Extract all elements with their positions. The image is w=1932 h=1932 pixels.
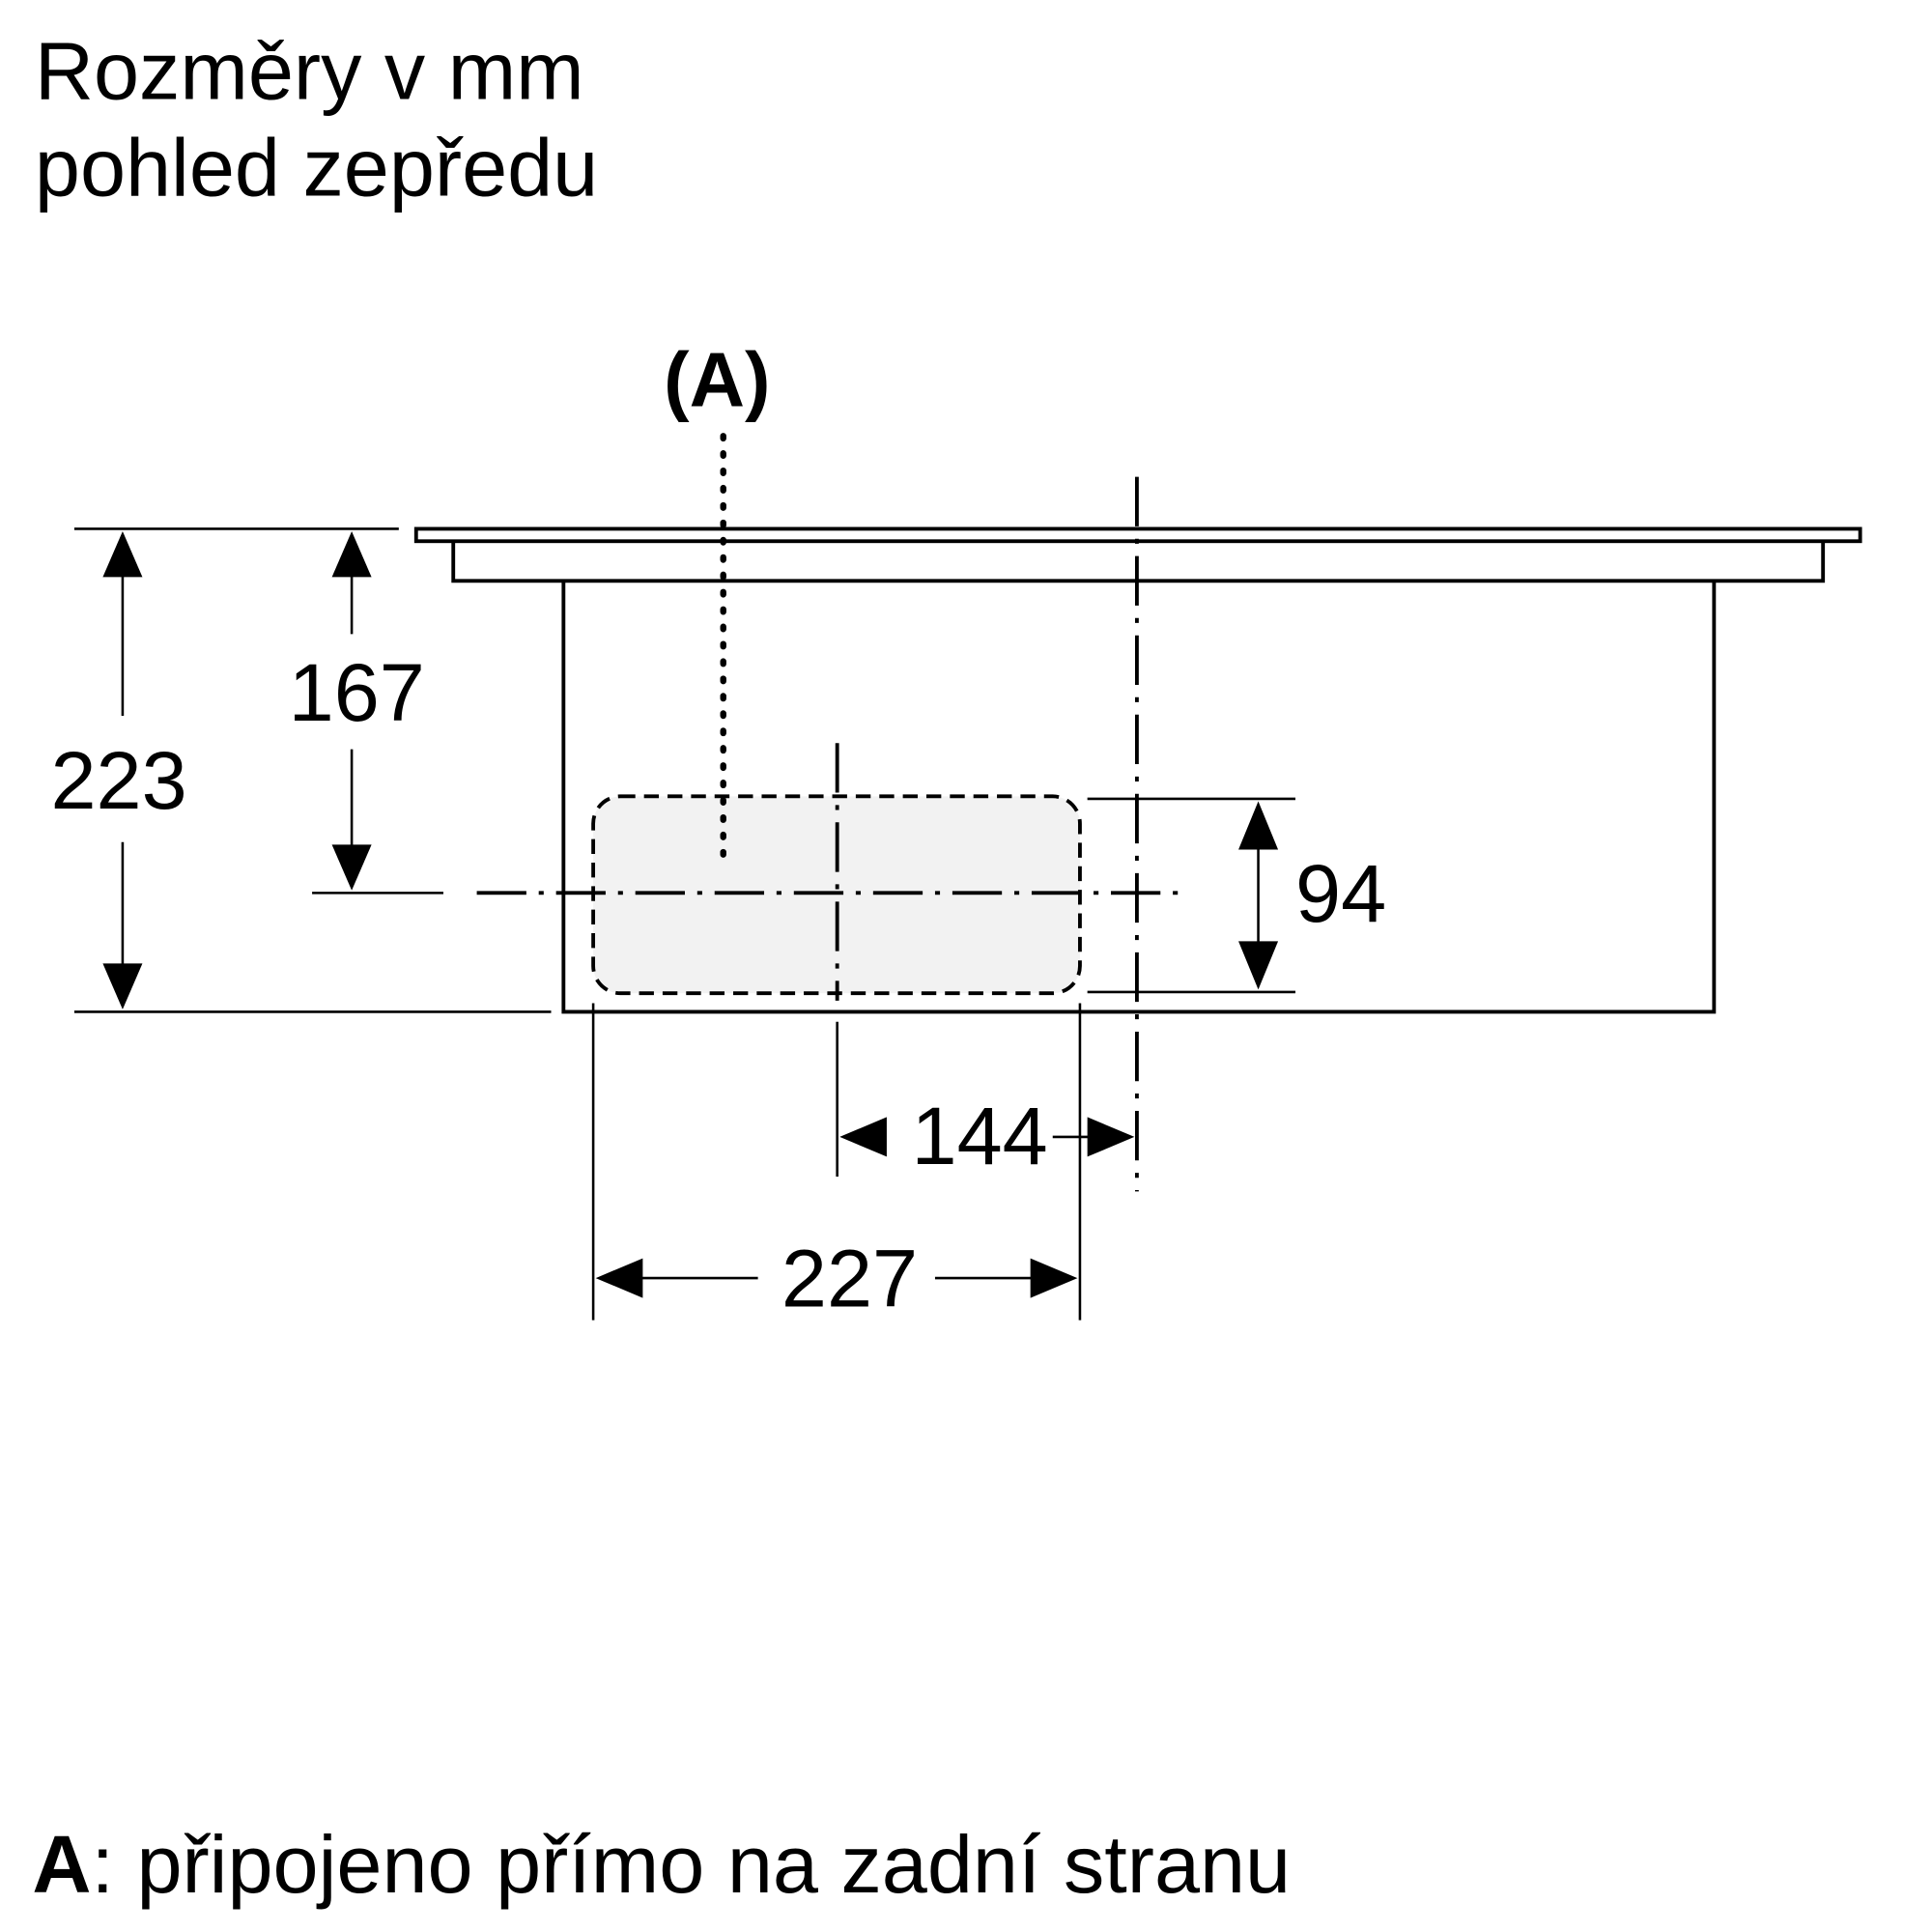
extension-lines bbox=[73, 527, 1296, 1321]
dimension-167-label: 167 bbox=[289, 646, 425, 738]
legend: A: připojeno přímo na zadní stranu bbox=[32, 1818, 1291, 1910]
dimension-223-label: 223 bbox=[50, 734, 186, 826]
dimension-223: 223 bbox=[50, 531, 187, 1009]
title-line-1: Rozměry v mm bbox=[35, 25, 584, 117]
dimension-227-label: 227 bbox=[781, 1233, 918, 1324]
dimension-94-label: 94 bbox=[1295, 847, 1386, 939]
dimension-144-label: 144 bbox=[912, 1090, 1048, 1181]
dimension-94: 94 bbox=[1238, 801, 1386, 990]
dimension-144: 144 bbox=[839, 1090, 1135, 1181]
title-line-2: pohled zepředu bbox=[35, 122, 598, 213]
callout-label: (A) bbox=[664, 337, 770, 423]
dimension-167: 167 bbox=[289, 531, 425, 891]
legend-text: : připojeno přímo na zadní stranu bbox=[91, 1818, 1291, 1910]
legend-key: A bbox=[32, 1818, 91, 1910]
dimension-227: 227 bbox=[595, 1233, 1078, 1324]
